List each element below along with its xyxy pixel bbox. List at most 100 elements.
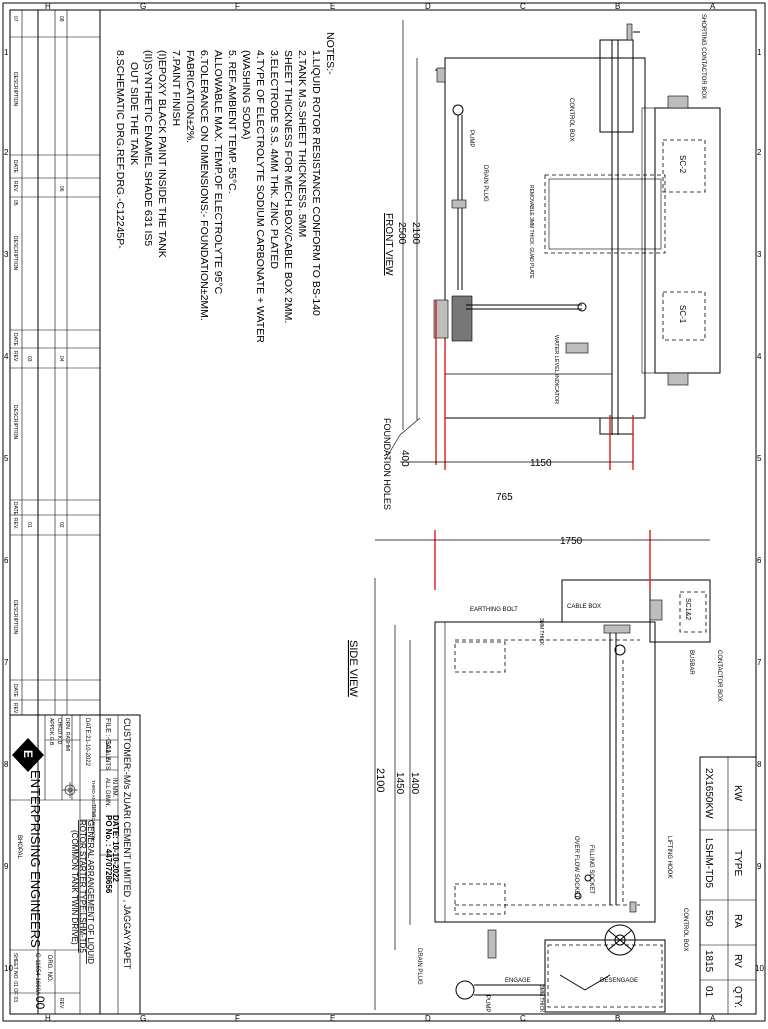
label-sc12: SC1&2: [684, 598, 691, 620]
note-line: 2.TANK M.S.SHEET THICKNESS. 5MM: [296, 50, 308, 237]
file-text: FILE :-GA1: [104, 718, 111, 753]
filling-socket: [584, 874, 592, 882]
label-cable-box: CABLE BOX: [567, 604, 601, 610]
sc2-box: [662, 139, 706, 193]
lifting-hook: [629, 901, 637, 913]
rev-number: 08: [58, 16, 64, 22]
rev-description-label: DESCRIPTION: [12, 72, 18, 107]
spec-value-rv: 1815: [703, 950, 714, 973]
svg-text:E: E: [21, 750, 35, 758]
note-line: 1.LIQUID ROTOR RESISTANCE CONFORM TO BS-…: [310, 50, 322, 316]
zone-row-c: C: [520, 2, 526, 11]
zone-row-g2: G: [140, 1014, 146, 1023]
note-line: ALLOWABLE MAX. TEMP.OF ELECTROLYTE 95°C: [212, 50, 224, 295]
zone-col-2: 2: [4, 148, 9, 157]
label-pump: PUMP: [484, 995, 490, 1012]
title-label: TITLE: [90, 804, 96, 818]
zone-col-9b: 9: [757, 862, 762, 871]
chkd-by: T.K.D.: [56, 732, 62, 746]
zone-col-6b: 6: [757, 556, 762, 565]
zone-col-8: 8: [4, 760, 9, 769]
label-foundation-holes: FOUNDATION HOLES: [382, 418, 392, 510]
customer-text: CUSTOMER:-M/s ZUARI CEMENT LIMITED , JAG…: [122, 718, 132, 970]
zone-row-d2: D: [425, 1014, 431, 1023]
spec-header-kw: KW: [732, 785, 743, 802]
dim-1750-text: 1750: [560, 536, 583, 547]
note-line: SHEET THICKNESS FOR MECH.BOX/CABLE BOX 2…: [282, 50, 294, 323]
note-line: OUT SIDE THE TANK: [128, 62, 140, 165]
label-desengage: DESENGAGE: [600, 978, 638, 984]
zone-col-10: 10: [4, 964, 13, 973]
overflow-socket: [574, 892, 582, 900]
label-control-box: CONTROL BOX: [568, 98, 574, 141]
zone-row-f2: F: [235, 1014, 240, 1023]
dim-1400-text: 1400: [409, 772, 420, 795]
scale-label: SCALE: [104, 741, 110, 761]
zone-col-10b: 10: [755, 964, 764, 973]
note-line: (I)EPOXY BLACK PAINT INSIDE THE TANK: [156, 50, 168, 258]
rev-number: 03: [26, 356, 32, 362]
rev-label: REV.: [58, 998, 64, 1009]
tank-outline: [444, 57, 646, 419]
scale-value: NTS: [104, 758, 110, 770]
zone-row-d: D: [425, 2, 431, 11]
note-line: 6.TOLERANCE ON DIMENSIONS:- FOUNDATION±2…: [198, 50, 210, 321]
zone-col-6: 6: [4, 556, 9, 565]
zone-col-2b: 2: [757, 148, 762, 157]
front-view-title: FRONT VIEW: [383, 213, 394, 276]
control-box: [599, 39, 634, 133]
guard-plate: [544, 174, 666, 254]
dim-2100-text: 2100: [410, 222, 421, 245]
zone-col-7b: 7: [757, 658, 762, 667]
pump-motor: [451, 295, 473, 342]
dim-400-text: 400: [399, 450, 410, 467]
revision-labels: 07 08 DESCRIPTION DATE REV. 05 06 DESCRI…: [12, 16, 64, 714]
rev-date-label: DATE: [12, 333, 18, 347]
rev-date-label: DATE: [12, 502, 18, 516]
spec-value-type: LSHM-TD5: [703, 838, 714, 888]
zone-row-f: F: [235, 2, 240, 11]
sc12-box: [679, 591, 707, 633]
handwheel-icon: [626, 23, 633, 41]
zone-col-4: 4: [4, 352, 9, 361]
zone-col-3: 3: [4, 250, 9, 259]
front-view: [384, 20, 721, 470]
zone-col-4b: 4: [757, 352, 762, 361]
note-line: FABRICATION±2%.: [184, 50, 196, 143]
spec-table: [699, 756, 757, 1015]
zone-row-g: G: [140, 2, 146, 11]
drg-no-value: C-11654-1660A: [34, 953, 40, 995]
side-view: [374, 530, 711, 1013]
label-earthing-bolt: EARTHING BOLT: [470, 607, 518, 613]
label-engage: ENGAGE: [505, 978, 531, 984]
zone-col-3b: 3: [757, 250, 762, 259]
rev-number: 07: [12, 16, 18, 22]
title-block: [9, 714, 141, 1015]
label-filling-socket: FILLING SOCKET: [588, 845, 594, 894]
label-pump: PUMP: [468, 130, 474, 147]
title-line-3: (COMMON TANK TWIN DRIVE): [70, 830, 79, 945]
drn-label: DRN.: [64, 718, 70, 730]
notes-title: NOTES:-: [324, 32, 336, 75]
rev-number: 06: [58, 186, 64, 192]
zone-row-b2: B: [615, 1014, 620, 1023]
zone-col-7: 7: [4, 658, 9, 667]
rev-rev-label: REV.: [12, 181, 18, 192]
label-control-box: CONTROL BOX: [682, 908, 688, 951]
drain-plug: [451, 199, 467, 209]
label-guard-plate: REMOVABLE 3MM THICK. GUAD PLATE: [528, 185, 534, 279]
rev-value: 00: [33, 996, 47, 1010]
projection-text: THIRD ANGLE PROJECTION: [91, 780, 96, 840]
spec-header-rv: RV: [732, 954, 743, 968]
rev-rev-label: REV.: [12, 351, 18, 362]
zone-row-h: H: [45, 2, 51, 11]
rev-number: 01: [26, 522, 32, 528]
drn-by: RASHMI: [64, 732, 70, 751]
revision-block: [10, 10, 100, 716]
zone-col-9: 9: [4, 862, 9, 871]
zone-col-5b: 5: [757, 454, 762, 463]
rev-description-label: DESCRIPTION: [12, 236, 18, 271]
label-3mm-thick-b: 3MM THICK: [538, 985, 544, 1013]
label-drain-plug: DRAIN PLUG: [416, 948, 422, 985]
chkd-label: CHKD.: [56, 718, 62, 734]
